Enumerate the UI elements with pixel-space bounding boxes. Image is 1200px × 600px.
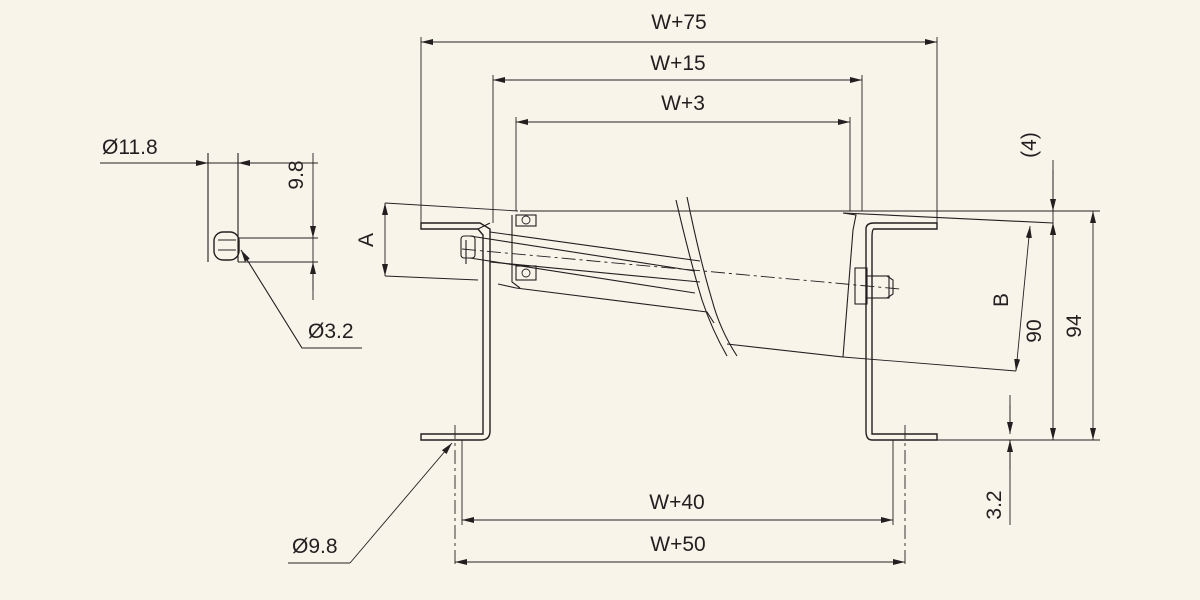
label-94: 94 [1063,314,1086,338]
label-a: A [355,233,378,247]
label-b: B [990,293,1013,307]
label-w75: W+75 [651,11,706,34]
label-dia-3-2: Ø3.2 [308,320,354,343]
label-3-2: 3.2 [983,490,1006,519]
frame-outline [384,37,1100,565]
label-w40: W+40 [649,491,704,514]
label-w15: W+15 [650,52,705,75]
label-dia-9-8: Ø9.8 [292,535,338,558]
label-w3: W+3 [661,92,705,115]
shaft-section-detail [100,153,362,349]
label-dia-11-8: Ø11.8 [102,136,158,159]
label-90: 90 [1023,319,1046,342]
dimension-lines [170,39,1096,565]
label-paren-4: (4) [1018,132,1041,158]
dimension-labels: W+75 W+15 W+3 W+40 W+50 Ø11.8 Ø3.2 Ø9.8 … [102,11,1086,558]
label-height-9-8: 9.8 [285,160,308,189]
label-w50: W+50 [650,533,705,556]
